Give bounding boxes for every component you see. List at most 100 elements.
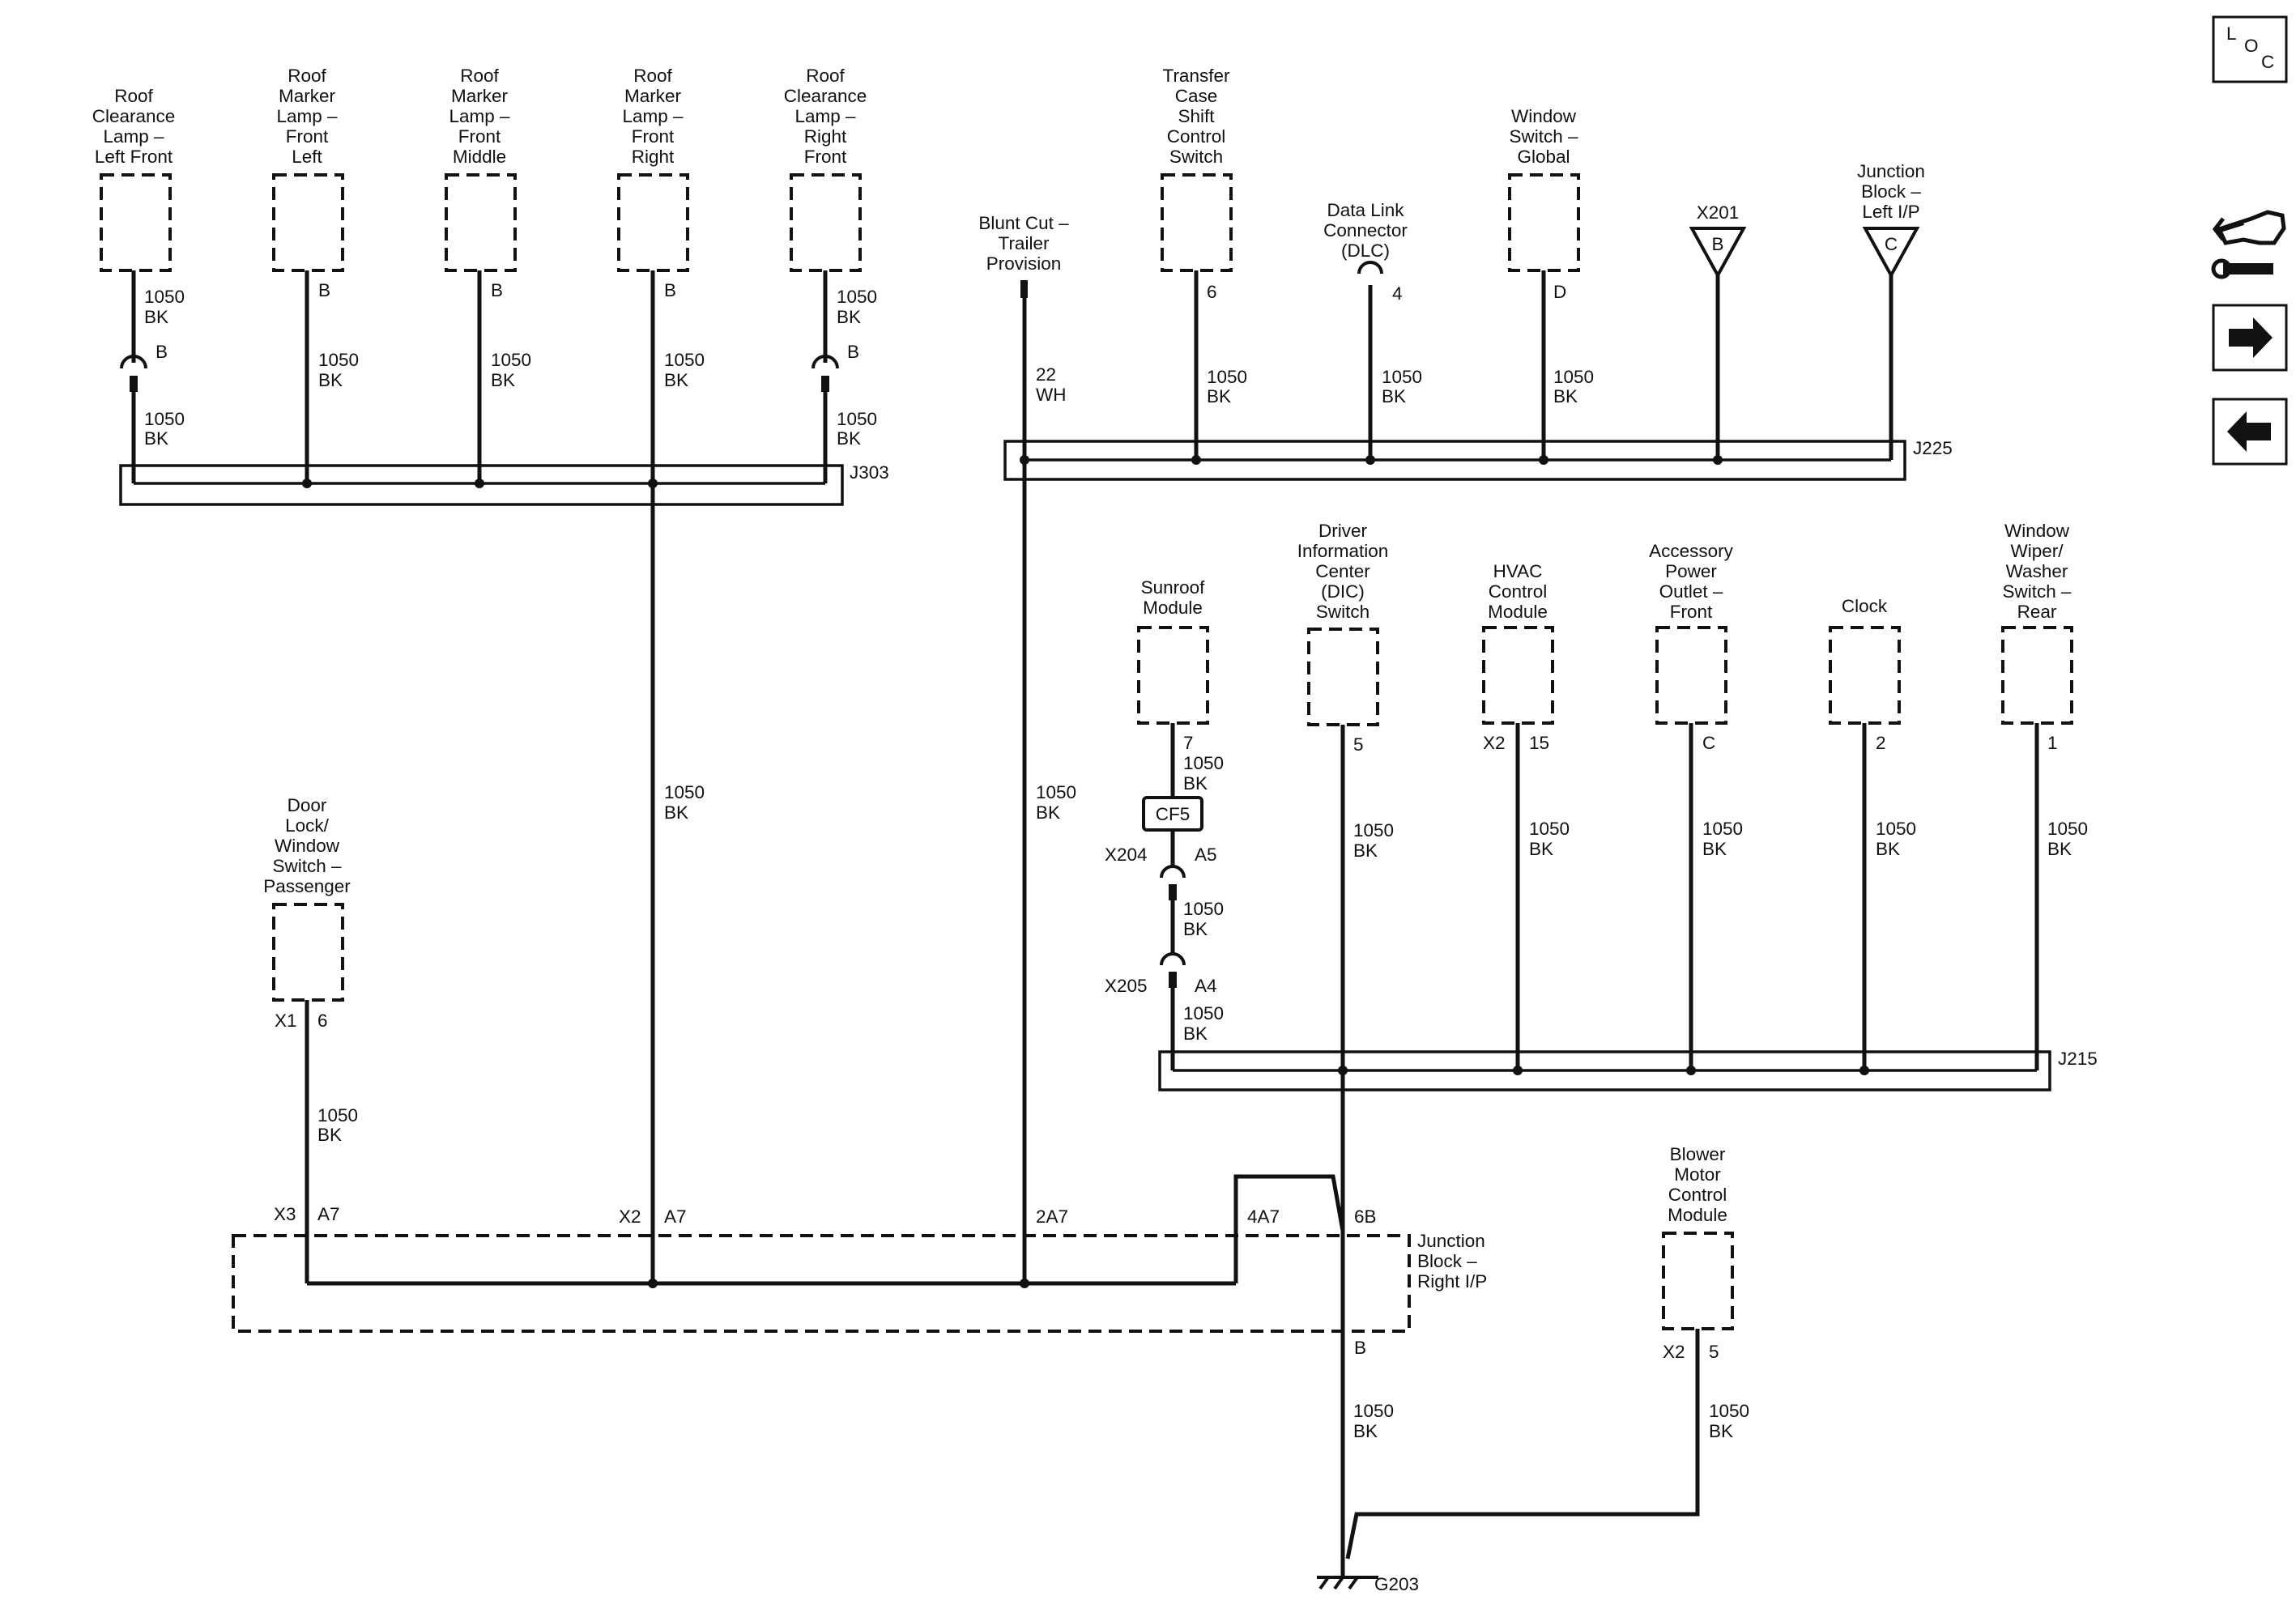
fuse-label: CF5 [1156,804,1191,824]
label-line: Front [804,147,847,167]
wire-color: BK [1036,802,1060,823]
connector-label: X1 [275,1011,297,1031]
label-line: Roof [460,66,499,86]
wire-color: BK [2047,839,2072,859]
arrow-right-icon[interactable] [2212,304,2288,372]
label-line: Switch [1316,602,1370,622]
inline-connector-icon [811,355,839,392]
ground-icon [1317,1559,1378,1590]
wire-color: BK [1876,839,1900,859]
label-line: Case [1175,86,1218,106]
label-line: Junction [1857,161,1925,181]
label-line: Provision [986,253,1062,274]
label-line: Module [1668,1205,1727,1225]
label-line: Roof [806,66,845,86]
pin-label: B [491,280,503,300]
label-line: Accessory [1649,541,1734,561]
wire-gauge: 1050 [1183,899,1224,919]
pin-label: 15 [1529,733,1549,753]
component-box-roof-clearance-lf [100,173,172,272]
junction-block-right-ip [232,1234,1411,1333]
pin-label: 7 [1183,733,1194,753]
label-line: Roof [633,66,672,86]
loc-letter: L [2226,23,2237,44]
wire-gauge: 1050 [664,350,705,370]
pin-label: 5 [1709,1342,1719,1362]
connector-label: X205 [1105,976,1148,996]
pin-label: 6 [1207,282,1217,302]
wire-color: BK [491,370,515,390]
wire-gauge: 1050 [318,350,359,370]
wire-color: BK [837,307,861,327]
pin-label: 2A7 [1036,1206,1068,1227]
roof-marker-lamp-front-left-label: Roof Marker Lamp – Front Left [276,66,338,167]
blunt-cut-trailer-provision-label: Blunt Cut – Trailer Provision [978,213,1069,274]
component-box-sunroof [1137,626,1209,725]
wire-gauge: 1050 [1702,819,1743,839]
roof-marker-lamp-front-right-label: Roof Marker Lamp – Front Right [622,66,684,167]
label-line: Block – [1861,181,1921,202]
label-line: Window [1511,106,1577,126]
label-line: Center [1315,561,1370,581]
label-line: Connector [1323,220,1408,240]
wire-color: BK [144,428,168,449]
label-line: Roof [114,86,153,106]
component-box-blower [1662,1232,1734,1330]
label-line: Marker [279,86,336,106]
label-line: Middle [453,147,506,167]
label-line: Power [1665,561,1717,581]
wire-gauge: 1050 [1353,820,1394,840]
wire-color: BK [1183,919,1208,939]
splice-j225 [1003,440,1906,481]
roof-clearance-lamp-right-front-label: Roof Clearance Lamp – Right Front [784,66,867,167]
x201-label: X201 [1697,202,1740,223]
wire-color: BK [318,370,343,390]
label-line: HVAC [1493,561,1543,581]
label-line: Left I/P [1862,202,1919,222]
pin-label: A7 [317,1204,340,1224]
wire-gauge: 1050 [1529,819,1570,839]
label-line: Lamp – [103,126,164,147]
label-line: Global [1517,147,1570,167]
hvac-control-module-label: HVAC Control Module [1488,561,1548,622]
label-line: Marker [451,86,509,106]
label-line: Front [458,126,501,147]
label-line: Clearance [784,86,867,106]
label-line: Left Front [95,147,173,167]
label-line: Lamp – [794,106,856,126]
connector-pin: C [1885,234,1898,254]
component-box-transfer-case [1161,173,1233,272]
connector-label: X2 [1483,733,1506,753]
component-box-wiper [2001,626,2073,725]
label-line: Information [1297,541,1389,561]
window-wiper-washer-switch-rear-label: Window Wiper/ Washer Switch – Rear [2002,521,2072,622]
label-line: Lamp – [622,106,684,126]
wire-gauge: 1050 [1553,367,1594,387]
label-line: Data Link [1327,200,1404,220]
wire [1345,1329,1700,1560]
wire-gauge: 1050 [144,409,185,429]
label-line: Right [804,126,847,147]
label-line: Outlet – [1659,581,1723,602]
wire-gauge: 1050 [837,287,877,307]
wire-color: BK [1382,386,1406,406]
label-line: Switch – [272,856,342,876]
label-line: Module [1143,598,1203,618]
connector-tool-icon[interactable] [2211,210,2286,279]
arrow-left-icon[interactable] [2212,398,2288,466]
pin-label: A7 [664,1206,687,1227]
pin-label: 6B [1354,1206,1377,1227]
splice-j303 [119,464,844,506]
label-line: Front [632,126,675,147]
x201-connector-icon [1689,227,1747,279]
inline-connector-icon [1160,952,1186,988]
label-line: Control [1668,1185,1727,1205]
label-line: Right I/P [1417,1271,1487,1291]
wire-color: BK [1709,1421,1733,1441]
loc-icon[interactable]: L O C [2212,15,2288,83]
label-line: Switch [1169,147,1223,167]
label-line: Lamp – [276,106,338,126]
wire-gauge: 1050 [1876,819,1916,839]
wire-gauge: 1050 [1036,782,1076,802]
